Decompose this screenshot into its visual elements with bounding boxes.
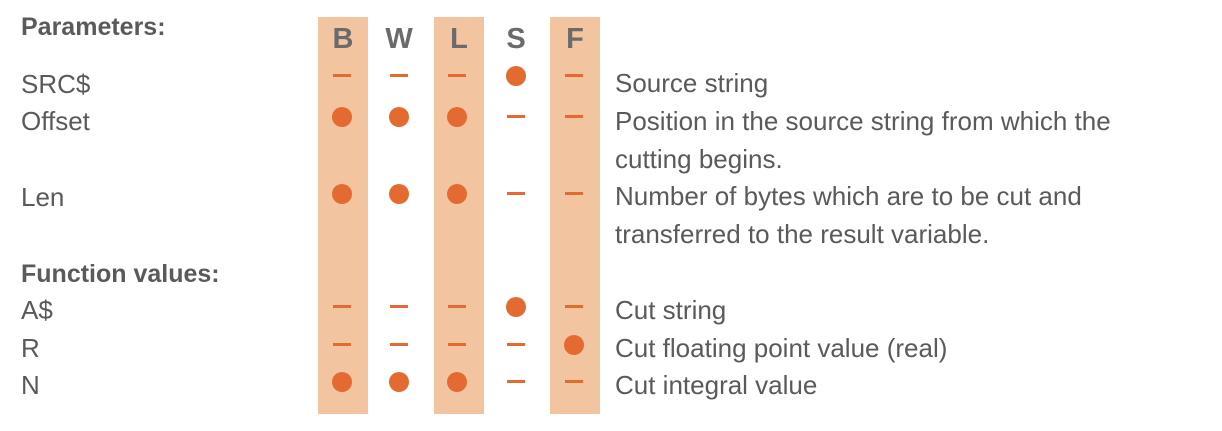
row-label-a: A$ (21, 295, 53, 325)
mark-dot-icon (506, 66, 526, 86)
row-description-len: Number of bytes which are to be cut and … (615, 181, 1082, 249)
row-label-offset: Offset (21, 106, 90, 136)
mark-dash-icon (389, 66, 409, 86)
column-header-w: W (385, 23, 413, 55)
mark-dash-icon (332, 297, 352, 317)
mark-dash-icon (332, 66, 352, 86)
mark-dot-icon (447, 184, 467, 204)
row-description-r: Cut floating point value (real) (615, 333, 948, 363)
column-header-b: B (332, 23, 354, 55)
mark-dot-icon (564, 335, 584, 355)
column-header-l: L (450, 23, 468, 55)
row-description-offset: Position in the source string from which… (615, 106, 1111, 174)
mark-dash-icon (564, 66, 584, 86)
mark-dash-icon (564, 297, 584, 317)
mark-dot-icon (447, 107, 467, 127)
mark-dash-icon (332, 335, 352, 355)
mark-dash-icon (506, 372, 526, 392)
mark-dot-icon (389, 184, 409, 204)
mark-dash-icon (564, 184, 584, 204)
mark-dash-icon (506, 335, 526, 355)
column-header-s: S (506, 23, 526, 55)
mark-dot-icon (389, 107, 409, 127)
row-label-n: N (21, 370, 40, 400)
mark-dot-icon (332, 184, 352, 204)
row-label-r: R (21, 333, 40, 363)
mark-dot-icon (332, 372, 352, 392)
function-values-heading: Function values: (21, 260, 220, 288)
column-header-f: F (566, 23, 584, 55)
column-band-l (434, 17, 484, 414)
mark-dot-icon (447, 372, 467, 392)
mark-dash-icon (389, 297, 409, 317)
mark-dash-icon (564, 372, 584, 392)
mark-dash-icon (447, 66, 467, 86)
mark-dot-icon (332, 107, 352, 127)
mark-dash-icon (447, 335, 467, 355)
mark-dot-icon (389, 372, 409, 392)
row-description-src: Source string (615, 68, 769, 98)
mark-dash-icon (506, 107, 526, 127)
mark-dash-icon (447, 297, 467, 317)
row-description-a: Cut string (615, 295, 727, 325)
column-band-b (318, 17, 368, 414)
row-label-len: Len (21, 182, 65, 212)
row-label-src: SRC$ (21, 69, 91, 99)
mark-dot-icon (506, 297, 526, 317)
mark-dash-icon (506, 184, 526, 204)
mark-dash-icon (389, 335, 409, 355)
mark-dash-icon (564, 107, 584, 127)
parameters-heading: Parameters: (21, 13, 166, 41)
row-description-n: Cut integral value (615, 370, 818, 400)
